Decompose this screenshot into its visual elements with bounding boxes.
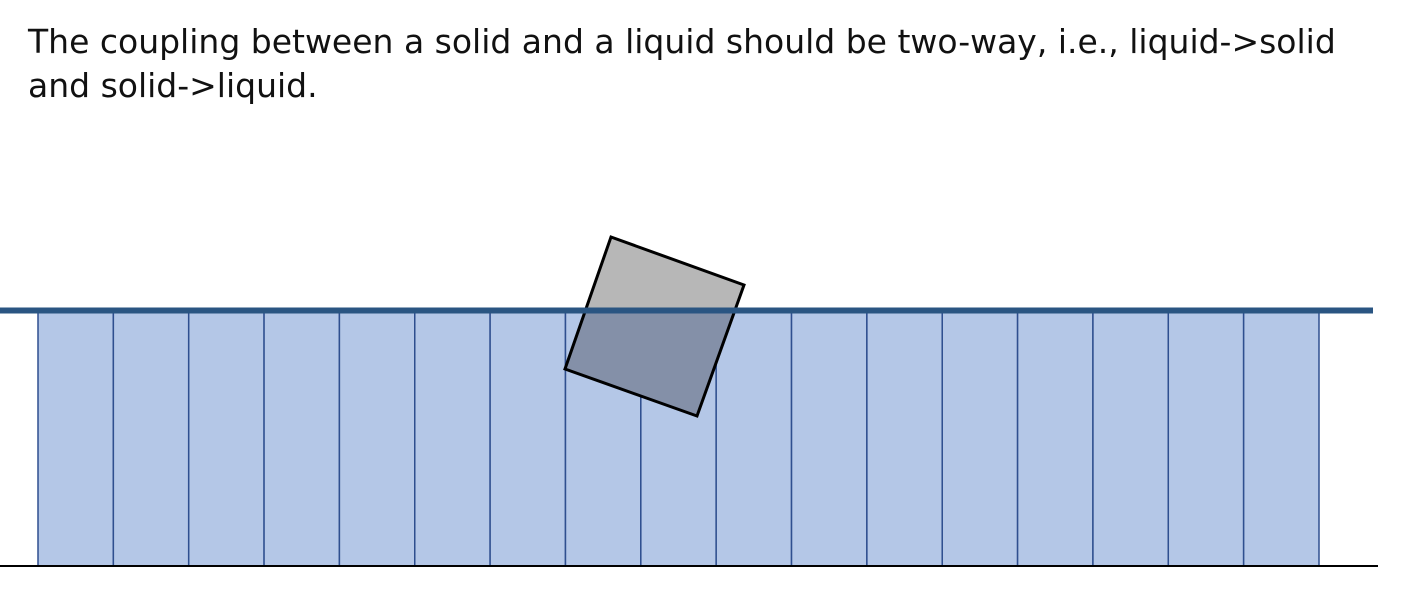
liquid-column xyxy=(1242,311,1320,567)
solid-block-above-surface xyxy=(584,237,744,312)
liquid-column xyxy=(1092,311,1170,567)
caption-text: The coupling between a solid and a liqui… xyxy=(28,22,1336,105)
liquid-column xyxy=(866,311,943,567)
liquid-column xyxy=(112,311,190,567)
liquid-column xyxy=(1016,311,1094,567)
liquid-column xyxy=(187,311,265,567)
liquid-column xyxy=(263,311,341,567)
liquid-column xyxy=(489,311,567,567)
solid-block-submerged xyxy=(565,312,735,416)
liquid-column xyxy=(37,311,115,567)
liquid-column xyxy=(941,311,1019,567)
liquid-column xyxy=(790,311,868,567)
liquid-column xyxy=(1167,311,1245,567)
solid-block xyxy=(563,235,746,418)
liquid-column xyxy=(414,311,491,567)
liquid-column xyxy=(715,311,793,567)
solid-block-outline xyxy=(563,235,746,418)
liquid-column xyxy=(338,311,416,567)
